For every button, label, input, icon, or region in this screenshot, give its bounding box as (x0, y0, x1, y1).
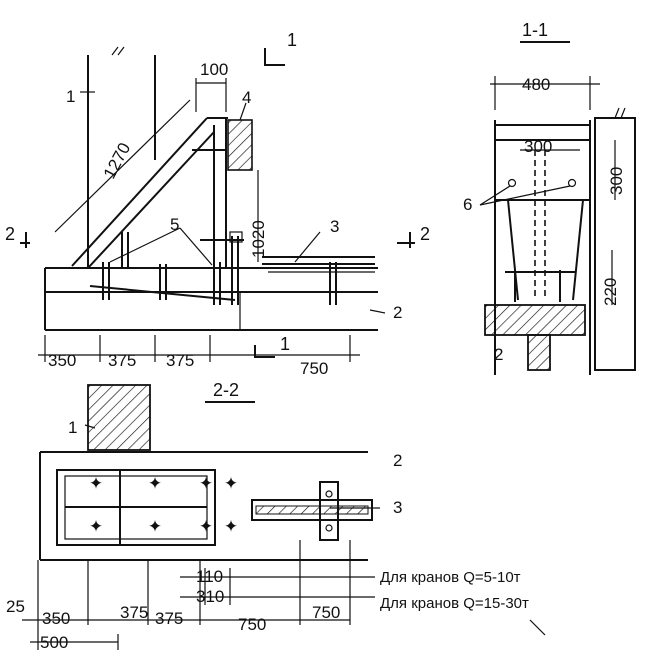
dim-1270: 1270 (100, 140, 135, 182)
callout-6: 6 (463, 195, 472, 214)
dim-375-b: 375 (166, 351, 194, 370)
callout-4: 4 (242, 88, 251, 107)
dim-300-vertical: 300 (607, 167, 626, 195)
elevation-view (20, 46, 415, 362)
svg-text:✦: ✦ (148, 474, 162, 493)
section-1-1-callout-2: 2 (494, 345, 503, 364)
callout-2: 2 (393, 303, 402, 322)
plan-callout-2: 2 (393, 451, 402, 470)
plan-dim-750-b: 750 (312, 603, 340, 622)
svg-text:✦: ✦ (224, 474, 238, 493)
svg-text:✦: ✦ (224, 517, 238, 536)
plan-dim-375-a: 375 (120, 603, 148, 622)
section-title-2-2: 2-2 (213, 380, 239, 400)
note-crane-large: Для кранов Q=15-30т (380, 595, 529, 612)
anchor-bolt-group (102, 231, 337, 305)
svg-text:✦: ✦ (89, 517, 103, 536)
dim-375-a: 375 (108, 351, 136, 370)
dim-350: 350 (48, 351, 76, 370)
svg-text:✦: ✦ (89, 474, 103, 493)
plan-dim-500: 500 (40, 633, 68, 652)
svg-text:✦: ✦ (148, 517, 162, 536)
plan-dim-750-a: 750 (238, 615, 266, 634)
dim-300-horizontal: 300 (524, 137, 552, 156)
section-mark-2-right: 2 (420, 224, 430, 244)
plan-bolt-group: ✦ ✦ ✦ ✦ ✦ ✦ ✦ ✦ (89, 474, 238, 536)
svg-text:✦: ✦ (199, 517, 213, 536)
callout-5: 5 (170, 215, 179, 234)
dim-480: 480 (522, 75, 550, 94)
dim-1020: 1020 (249, 220, 268, 258)
plan-dim-25: 25 (6, 597, 25, 616)
plan-callout-1: 1 (68, 418, 77, 437)
section-mark-2-left: 2 (5, 224, 15, 244)
dim-750: 750 (300, 359, 328, 378)
callout-1: 1 (66, 87, 75, 106)
plan-dim-310: 310 (196, 587, 224, 606)
svg-text:✦: ✦ (199, 474, 213, 493)
plan-callout-3: 3 (393, 498, 402, 517)
dim-220: 220 (601, 278, 620, 306)
note-crane-small: Для кранов Q=5-10т (380, 569, 521, 586)
callout-3: 3 (330, 217, 339, 236)
plan-dim-350: 350 (42, 609, 70, 628)
dim-100: 100 (200, 60, 228, 79)
plan-view-2-2: ✦ ✦ ✦ ✦ ✦ ✦ ✦ ✦ (22, 384, 546, 650)
section-mark-1-top: 1 (287, 30, 297, 50)
section-mark-1-bottom: 1 (280, 334, 290, 354)
plan-dim-110: 110 (196, 567, 223, 586)
plan-dim-375-b: 375 (155, 609, 183, 628)
section-1-1-view (479, 41, 636, 375)
section-title-1-1: 1-1 (522, 20, 548, 40)
